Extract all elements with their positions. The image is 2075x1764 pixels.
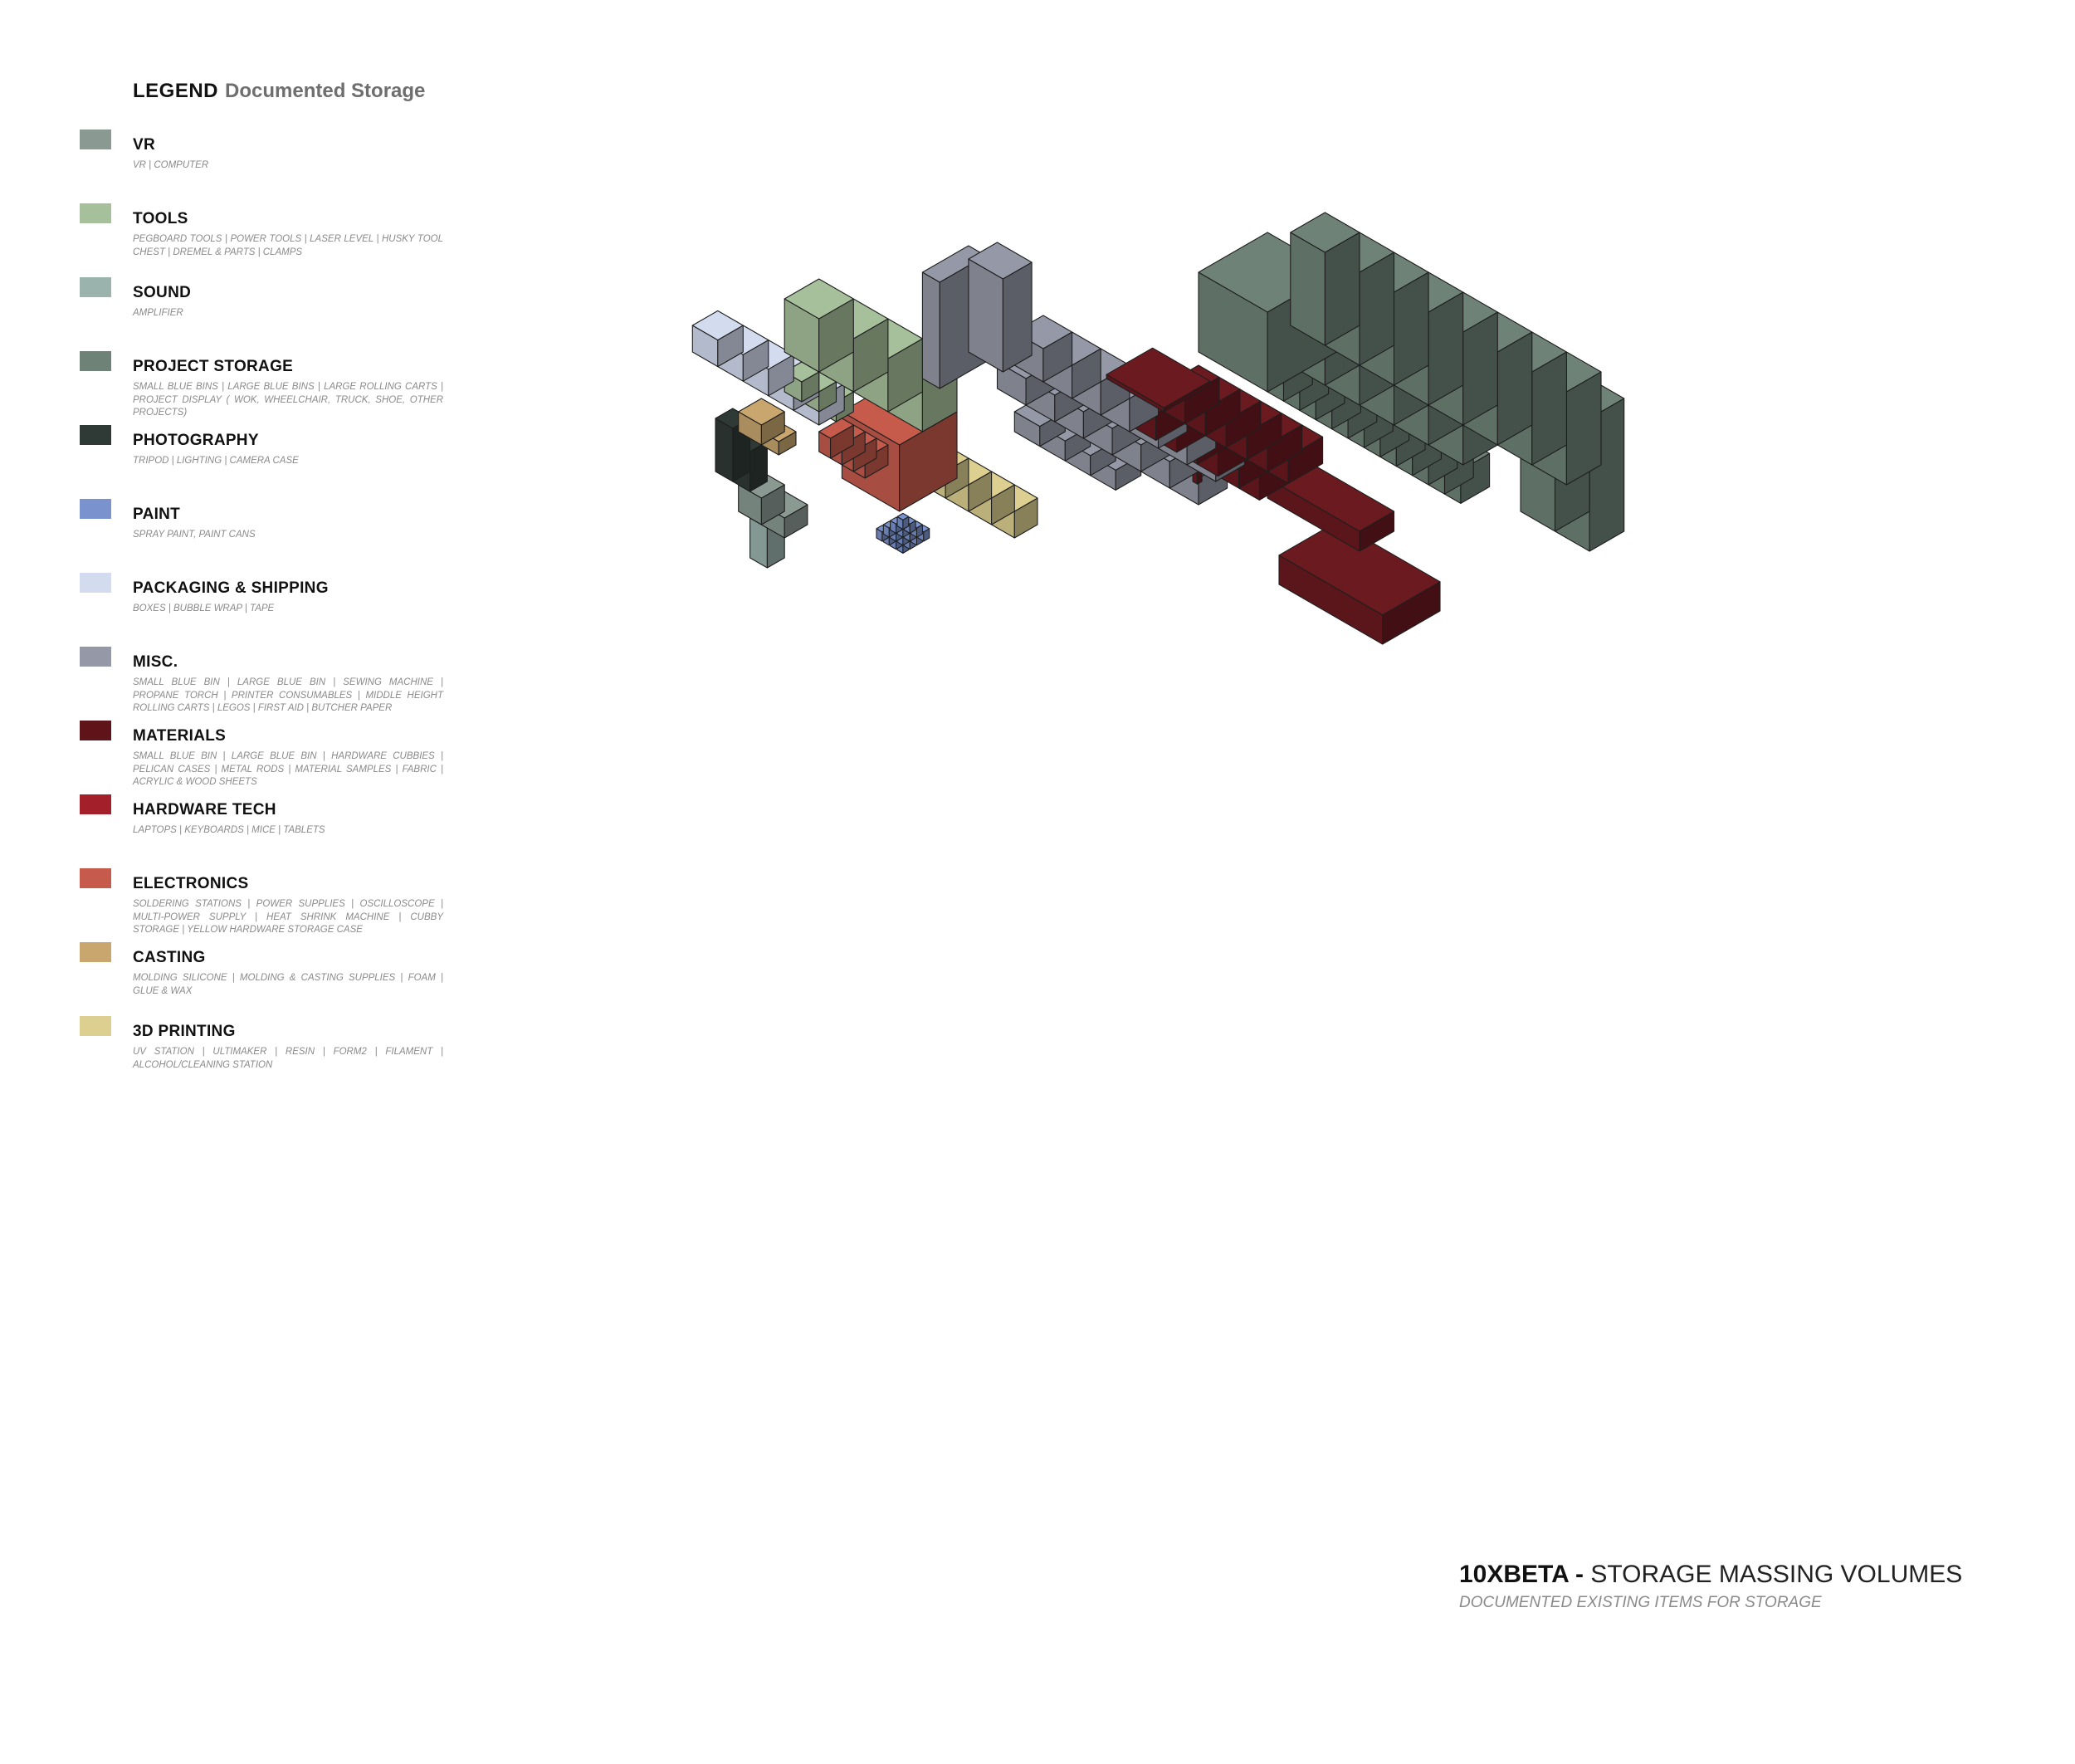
packaging-volume: [691, 310, 744, 368]
massing-face-top: [784, 278, 854, 320]
title-subtitle: DOCUMENTED EXISTING ITEMS FOR STORAGE: [1459, 1594, 1822, 1611]
legend-item-label: MATERIALS: [133, 727, 227, 745]
legend-item-label: SOUND: [133, 284, 192, 301]
legend-item-label: PROJECT STORAGE: [133, 358, 294, 375]
materials-volume: [1106, 347, 1211, 413]
legend-item-label: PAINT: [133, 506, 181, 523]
legend-item-label: 3D PRINTING: [133, 1023, 236, 1040]
legend-subtitle: Documented Storage: [225, 80, 426, 102]
massing-face-top: [1106, 347, 1211, 408]
legend-title: LEGEND: [133, 80, 219, 102]
massing-face-top: [968, 242, 1033, 280]
title-project: 10XBETA -: [1459, 1561, 1584, 1588]
tools-volume: [784, 278, 854, 373]
legend-item-desc: BOXES | BUBBLE WRAP | TAPE: [133, 603, 275, 613]
massing-face-top: [818, 418, 854, 439]
massing-face-top: [896, 512, 910, 520]
legend-item-desc: TRIPOD | LIGHTING | CAMERA CASE: [133, 456, 299, 466]
legend-swatch: [80, 868, 111, 888]
legend-item-desc: UV STATION | ULTIMAKER | RESIN | FORM2 |…: [133, 1047, 443, 1070]
casting-volume: [738, 398, 785, 446]
project-storage-volume: [1290, 212, 1360, 346]
legend-item-label: CASTING: [133, 949, 206, 966]
legend-swatch: [80, 1016, 111, 1036]
massing-face-top: [1278, 521, 1441, 616]
legend-item-desc: SMALL BLUE BINS | LARGE BLUE BINS | LARG…: [133, 382, 443, 418]
legend-item-label: ELECTRONICS: [133, 875, 249, 892]
legend-swatch: [80, 277, 111, 297]
legend-item-desc: MOLDING SILICONE | MOLDING & CASTING SUP…: [133, 973, 443, 996]
paint-can: [896, 512, 910, 530]
massing-face-right: [1002, 261, 1033, 373]
legend-item-desc: PEGBOARD TOOLS | POWER TOOLS | LASER LEV…: [133, 234, 443, 257]
legend-swatch: [80, 721, 111, 740]
legend-swatch: [80, 647, 111, 667]
legend-item-label: TOOLS: [133, 210, 188, 227]
legend-swatch: [80, 942, 111, 962]
legend-item-label: PACKAGING & SHIPPING: [133, 579, 329, 597]
legend-item-desc: SOLDERING STATIONS | POWER SUPPLIES | OS…: [133, 899, 443, 935]
legend-item-desc: SMALL BLUE BIN | LARGE BLUE BIN | HARDWA…: [133, 751, 443, 787]
legend-swatch: [80, 573, 111, 593]
massing-face-top: [1290, 212, 1360, 253]
legend-item-label: PHOTOGRAPHY: [133, 432, 259, 449]
electronics-volume: [818, 418, 854, 459]
legend-swatch: [80, 129, 111, 149]
massing-face-top: [738, 398, 785, 426]
legend-item-label: MISC.: [133, 653, 178, 671]
legend-header: LEGEND Documented Storage: [133, 80, 425, 103]
misc-volume: [968, 242, 1033, 373]
legend-swatch: [80, 203, 111, 223]
legend-swatch: [80, 794, 111, 814]
legend-item-desc: VR | COMPUTER: [133, 160, 209, 170]
legend-swatch: [80, 425, 111, 445]
legend-swatch: [80, 351, 111, 371]
legend-item-desc: AMPLIFIER: [133, 308, 183, 318]
massing-face-left: [715, 418, 734, 482]
massing-face-left: [921, 271, 940, 389]
legend-item-desc: SPRAY PAINT, PAINT CANS: [133, 530, 256, 540]
legend-swatch: [80, 499, 111, 519]
materials-volume: [1278, 521, 1441, 645]
legend-item-desc: LAPTOPS | KEYBOARDS | MICE | TABLETS: [133, 825, 325, 835]
legend-item-label: HARDWARE TECH: [133, 801, 276, 818]
title-block: 10XBETA - STORAGE MASSING VOLUMES: [1459, 1561, 1962, 1589]
legend-item-label: VR: [133, 136, 155, 154]
title-text: STORAGE MASSING VOLUMES: [1584, 1561, 1963, 1588]
massing-face-top: [691, 310, 744, 341]
paint-can: [917, 525, 930, 542]
legend-item-desc: SMALL BLUE BIN | LARGE BLUE BIN | SEWING…: [133, 677, 443, 713]
